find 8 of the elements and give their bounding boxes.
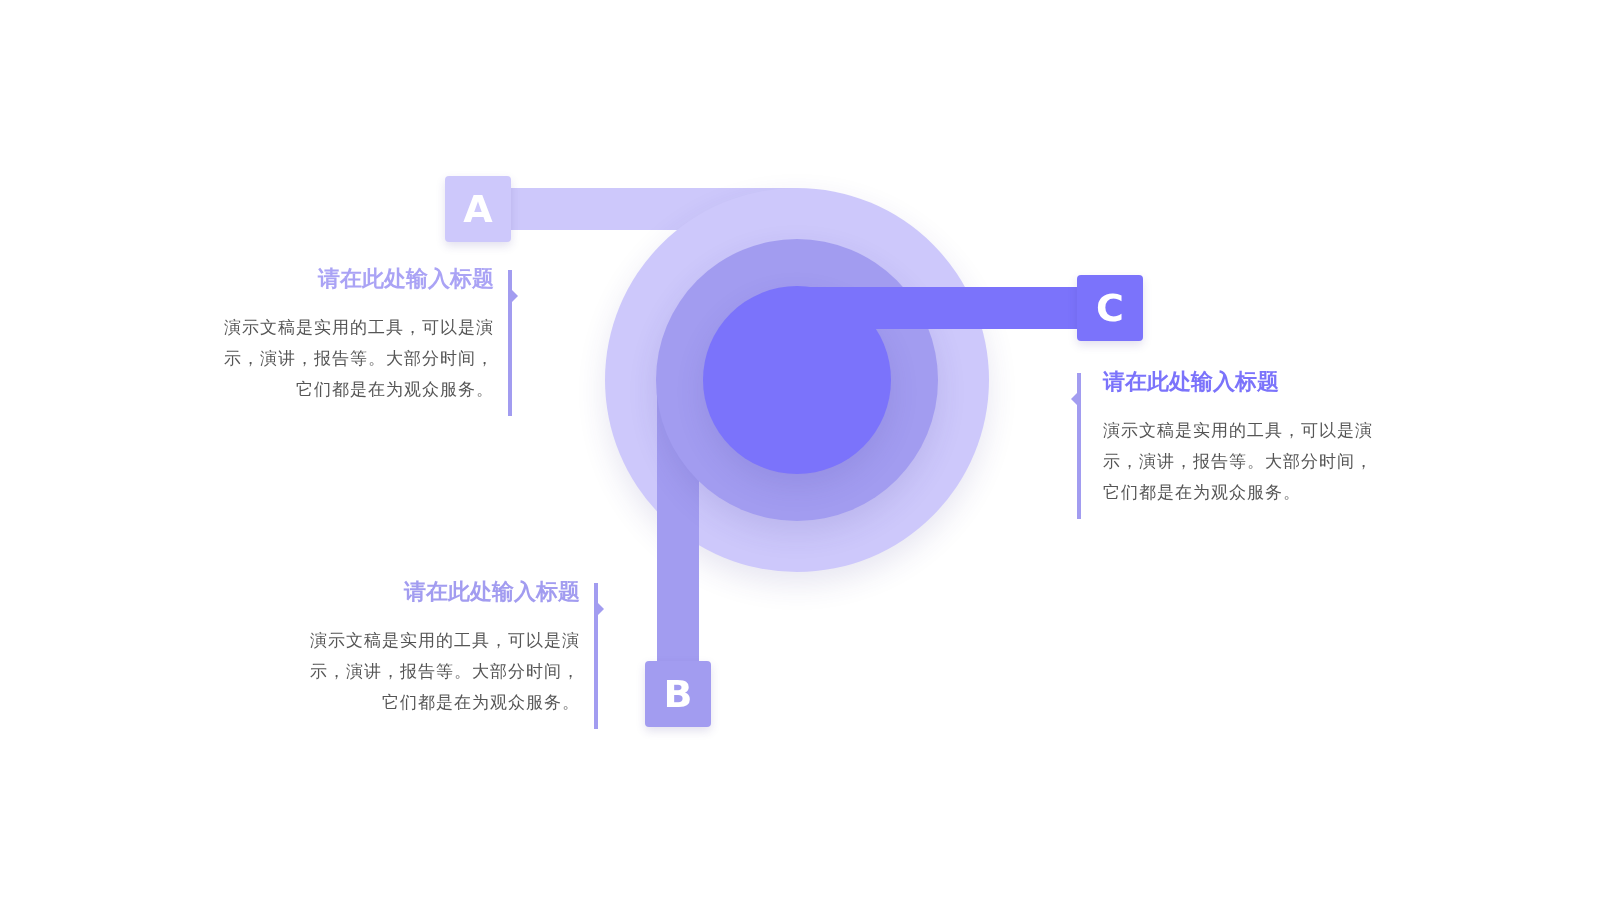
body-text: 演示文稿是实用的工具，可以是演示，演讲，报告等。大部分时间，它们都是在为观众服务。: [224, 316, 494, 401]
letter-tile: B: [645, 661, 711, 727]
body-text: 演示文稿是实用的工具，可以是演示，演讲，报告等。大部分时间，它们都是在为观众服务。: [1103, 419, 1373, 504]
letter-tile: C: [1077, 275, 1143, 341]
heading: 请在此处输入标题: [318, 265, 494, 293]
heading: 请在此处输入标题: [1103, 368, 1279, 396]
body-text: 演示文稿是实用的工具，可以是演示，演讲，报告等。大部分时间，它们都是在为观众服务。: [310, 629, 580, 714]
heading: 请在此处输入标题: [404, 578, 580, 606]
